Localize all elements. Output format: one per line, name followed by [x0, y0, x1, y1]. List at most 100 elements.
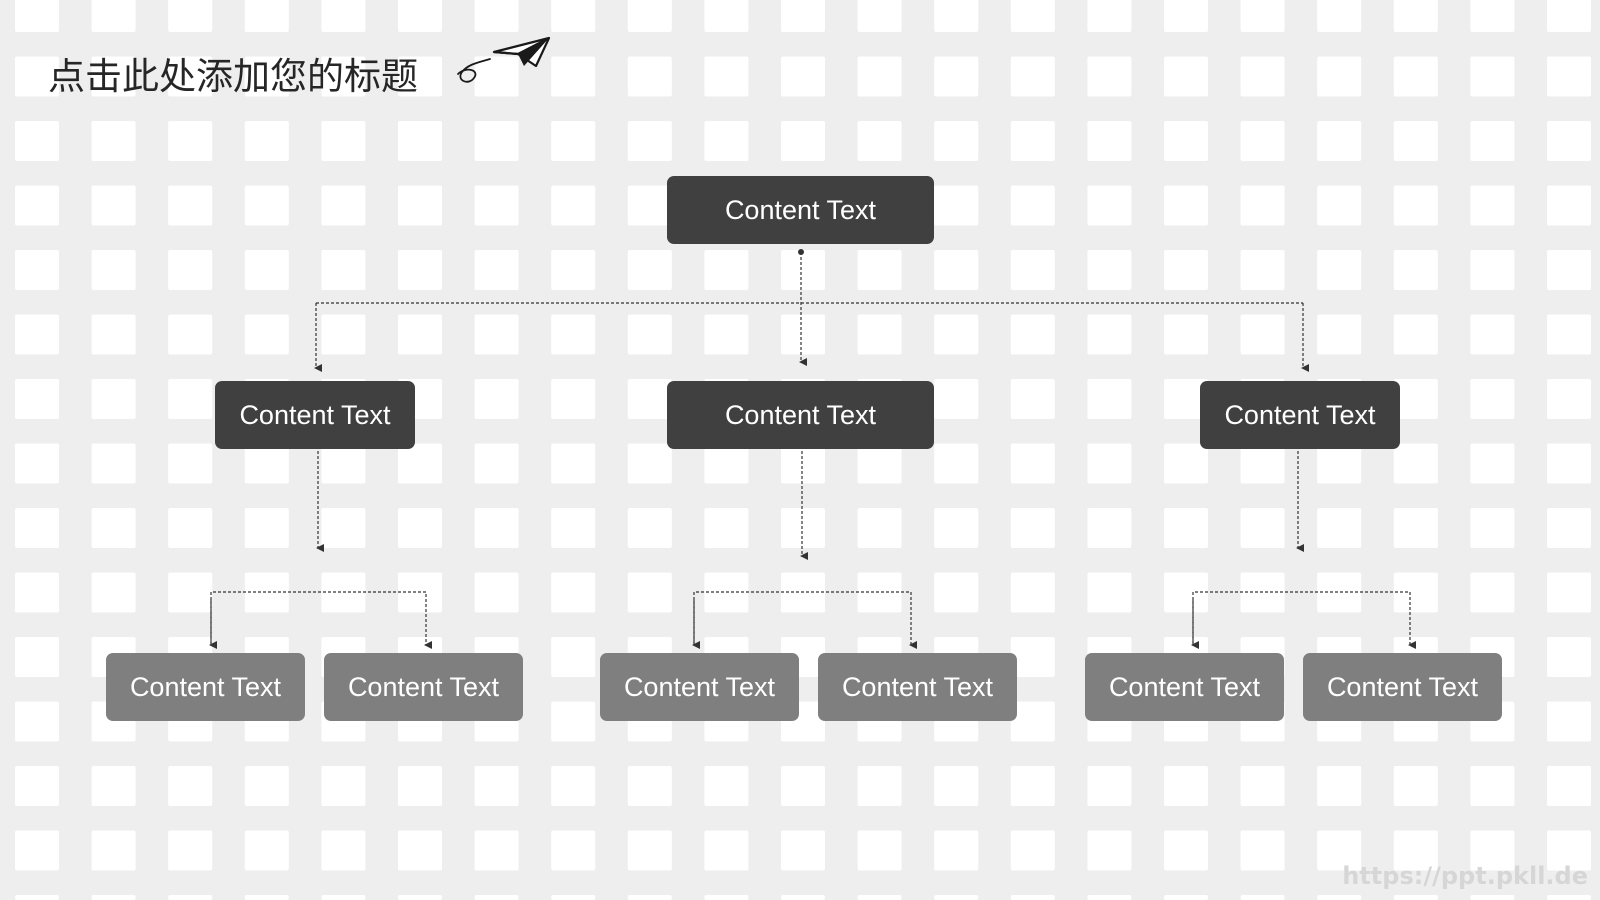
org-node-level3-center-2[interactable]: Content Text: [818, 653, 1017, 721]
watermark-url: https://ppt.pkll.de: [1342, 862, 1588, 890]
background-tile: [1010, 895, 1055, 900]
background-tile: [15, 572, 59, 613]
background-tile: [781, 766, 825, 806]
background-tile: [934, 0, 979, 32]
background-tile: [1010, 379, 1055, 419]
background-tile: [91, 314, 136, 355]
background-tile: [321, 250, 366, 290]
background-tile: [15, 250, 59, 290]
background-tile: [627, 250, 672, 290]
background-tile: [704, 443, 749, 484]
background-tile: [934, 766, 979, 806]
org-node-level3-right-1[interactable]: Content Text: [1085, 653, 1284, 721]
background-tile: [934, 185, 979, 226]
background-tile: [398, 830, 442, 871]
background-tile: [1470, 250, 1515, 290]
slide-title[interactable]: 点击此处添加您的标题: [48, 55, 418, 98]
background-tile: [1317, 830, 1362, 871]
background-tile: [321, 0, 366, 32]
background-tile: [168, 895, 213, 900]
org-node-level3-left-1[interactable]: Content Text: [106, 653, 305, 721]
background-tile: [91, 572, 136, 613]
background-tile: [1087, 508, 1132, 548]
background-tile: [1547, 250, 1591, 290]
background-tile: [1010, 185, 1055, 226]
background-tile: [321, 766, 366, 806]
background-tile: [781, 508, 825, 548]
background-tile: [627, 830, 672, 871]
org-node-level2-center[interactable]: Content Text: [667, 381, 934, 449]
org-node-level3-center-1[interactable]: Content Text: [600, 653, 799, 721]
background-tile: [627, 121, 672, 161]
background-tile: [627, 443, 672, 484]
background-tile: [1470, 314, 1515, 355]
background-tile: [398, 0, 442, 32]
org-node-level2-left[interactable]: Content Text: [215, 381, 415, 449]
background-tile: [244, 766, 289, 806]
background-tile: [244, 895, 289, 900]
background-tile: [1240, 314, 1285, 355]
background-tile: [474, 121, 519, 161]
background-tile: [1164, 379, 1208, 419]
background-tile: [1010, 508, 1055, 548]
background-tile: [474, 185, 519, 226]
background-tile: [1164, 56, 1208, 97]
background-tile: [1240, 572, 1285, 613]
background-tile: [551, 0, 596, 32]
background-tile: [1470, 830, 1515, 871]
background-tile: [781, 121, 825, 161]
org-node-level3-left-2[interactable]: Content Text: [324, 653, 523, 721]
org-node-level2-right[interactable]: Content Text: [1200, 381, 1400, 449]
background-tile: [551, 637, 596, 677]
background-tile: [1010, 121, 1055, 161]
background-tile: [1164, 250, 1208, 290]
org-node-level3-right-2[interactable]: Content Text: [1303, 653, 1502, 721]
background-tile: [1164, 572, 1208, 613]
background-tile: [1240, 0, 1285, 32]
background-tile: [15, 830, 59, 871]
background-tile: [91, 56, 136, 97]
background-tile: [321, 508, 366, 548]
background-tile: [1240, 56, 1285, 97]
background-tile: [627, 572, 672, 613]
background-tile: [1240, 830, 1285, 871]
background-tile: [1393, 895, 1438, 900]
background-tile: [398, 121, 442, 161]
background-tile: [1547, 56, 1591, 97]
background-tile: [781, 830, 825, 871]
background-tile: [168, 121, 213, 161]
background-tile: [1240, 508, 1285, 548]
background-tile: [474, 508, 519, 548]
background-tile: [91, 830, 136, 871]
background-tile: [1010, 701, 1055, 742]
background-tile: [1393, 766, 1438, 806]
background-tile: [1240, 766, 1285, 806]
background-tile: [474, 0, 519, 32]
background-tile: [857, 314, 902, 355]
background-tile: [1393, 572, 1438, 613]
background-tile: [1470, 895, 1515, 900]
background-tile: [551, 443, 596, 484]
background-tile: [474, 572, 519, 613]
background-tile: [551, 508, 596, 548]
background-tile: [551, 572, 596, 613]
background-tile: [1393, 508, 1438, 548]
background-tile: [934, 443, 979, 484]
background-tile: [934, 250, 979, 290]
background-tile: [551, 895, 596, 900]
background-tile: [1470, 443, 1515, 484]
background-tile: [781, 572, 825, 613]
paper-plane-icon: [457, 36, 551, 83]
background-tile: [321, 895, 366, 900]
background-tile: [244, 0, 289, 32]
background-tile: [627, 0, 672, 32]
background-tile: [1317, 314, 1362, 355]
background-tile: [1240, 250, 1285, 290]
org-node-root[interactable]: Content Text: [667, 176, 934, 244]
background-tile: [168, 314, 213, 355]
background-tile: [934, 895, 979, 900]
background-tile: [91, 379, 136, 419]
background-tile: [551, 121, 596, 161]
